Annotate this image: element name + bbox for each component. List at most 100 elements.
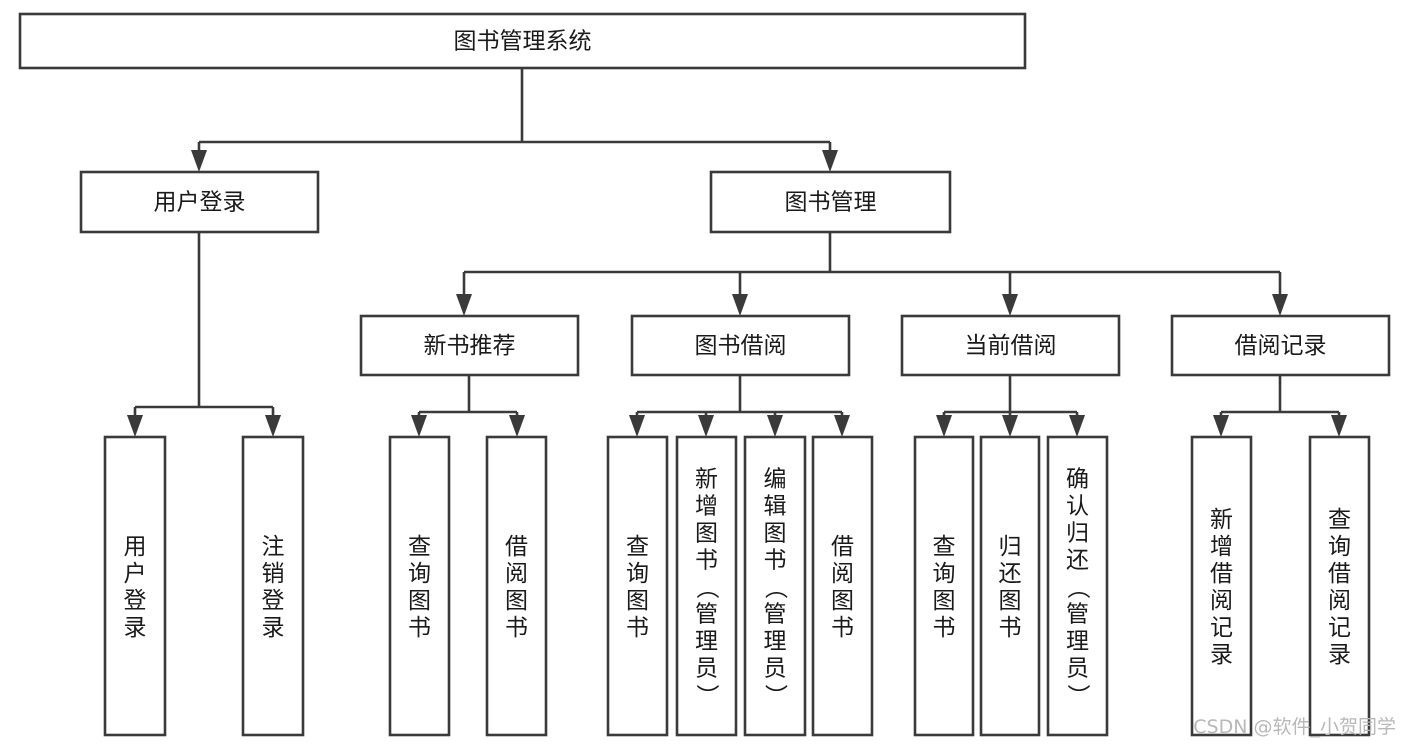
node-label-char: 书 <box>695 548 718 574</box>
node-label-char: 书 <box>505 615 528 641</box>
arrow-head-icon <box>732 294 748 316</box>
node-label-char: 查 <box>408 534 431 560</box>
node-box-leaf-confirm-return-admin[interactable] <box>1046 435 1109 737</box>
node-box-leaf-add-borrow-record[interactable] <box>1190 435 1253 737</box>
node-root[interactable]: 图书管理系统 <box>18 12 1027 70</box>
node-label-char: （ <box>1065 576 1091 599</box>
node-current-borrow[interactable]: 当前借阅 <box>900 314 1121 377</box>
arrow-head-icon <box>1213 415 1229 437</box>
node-label-book-management: 图书管理 <box>785 190 877 216</box>
node-label-char: 书 <box>408 615 431 641</box>
node-label-char: 询 <box>626 561 649 587</box>
node-label-char: 登 <box>124 588 147 614</box>
node-box-book-management[interactable] <box>709 170 952 234</box>
node-box-leaf-add-book-admin[interactable] <box>675 435 738 737</box>
node-box-leaf-logout[interactable] <box>241 435 305 737</box>
node-box-new-book-recommend[interactable] <box>359 314 580 377</box>
node-label-borrow-record: 借阅记录 <box>1235 333 1327 359</box>
node-label-char: （ <box>694 576 720 599</box>
node-label-char: 借 <box>1328 561 1351 587</box>
node-label-char: 阅 <box>1210 588 1233 614</box>
node-box-leaf-query-book-recommend[interactable] <box>388 435 451 737</box>
node-label-root: 图书管理系统 <box>454 29 592 55</box>
node-box-leaf-query-book-current[interactable] <box>913 435 975 737</box>
arrow-head-icon <box>822 150 838 172</box>
node-label-char: 管 <box>1066 602 1089 628</box>
node-label-char: 记 <box>1328 615 1351 641</box>
node-label-char: 录 <box>1210 642 1233 668</box>
node-leaf-user-login[interactable]: 用户登录 <box>103 435 167 737</box>
node-label-char: 员 <box>1066 656 1089 682</box>
node-label-char: 图 <box>695 521 718 547</box>
node-label-char: 借 <box>831 534 854 560</box>
node-label-new-book-recommend: 新书推荐 <box>424 333 516 359</box>
node-box-leaf-return-book[interactable] <box>979 435 1041 737</box>
node-label-char: 录 <box>1328 642 1351 668</box>
node-box-leaf-user-login[interactable] <box>103 435 167 737</box>
node-box-current-borrow[interactable] <box>900 314 1121 377</box>
node-label-char: 借 <box>1210 561 1233 587</box>
node-box-borrow-record[interactable] <box>1170 314 1391 377</box>
node-label-char: 录 <box>262 615 285 641</box>
node-label-char: 阅 <box>1328 588 1351 614</box>
node-label-char: 注 <box>262 534 285 560</box>
node-user-login[interactable]: 用户登录 <box>79 170 320 234</box>
connector-layer <box>127 68 1347 437</box>
node-new-book-recommend[interactable]: 新书推荐 <box>359 314 580 377</box>
node-box-root[interactable] <box>18 12 1027 70</box>
arrow-head-icon <box>629 415 645 437</box>
node-label-char: ） <box>1065 684 1091 707</box>
node-label-char: 查 <box>933 534 956 560</box>
node-book-management[interactable]: 图书管理 <box>709 170 952 234</box>
node-label-char: 登 <box>262 588 285 614</box>
node-label-char: 查 <box>626 534 649 560</box>
node-book-borrow[interactable]: 图书借阅 <box>630 314 851 377</box>
node-label-char: 编 <box>764 467 787 493</box>
node-label-char: 理 <box>695 629 718 655</box>
node-label-char: 查 <box>1328 507 1351 533</box>
node-box-leaf-borrow-book-recommend[interactable] <box>485 435 548 737</box>
arrow-head-icon <box>767 415 783 437</box>
node-label-char: 新 <box>1210 507 1233 533</box>
arrow-head-icon <box>834 415 850 437</box>
arrow-head-icon <box>1331 415 1347 437</box>
node-box-leaf-edit-book-admin[interactable] <box>743 435 807 737</box>
arrow-head-icon <box>265 415 281 437</box>
node-box-user-login[interactable] <box>79 170 320 234</box>
node-label-char: 书 <box>933 615 956 641</box>
arrow-head-icon <box>1002 294 1018 316</box>
node-label-char: 图 <box>408 588 431 614</box>
node-box-leaf-query-borrow-record[interactable] <box>1308 435 1371 737</box>
node-label-char: 图 <box>626 588 649 614</box>
node-label-char: 询 <box>408 561 431 587</box>
node-label-char: 销 <box>262 561 285 587</box>
arrow-head-icon <box>1069 415 1085 437</box>
node-label-char: 图 <box>999 588 1022 614</box>
node-box-leaf-borrow-book[interactable] <box>811 435 874 737</box>
node-box-book-borrow[interactable] <box>630 314 851 377</box>
node-label-char: 员 <box>764 656 787 682</box>
node-label-char: 员 <box>695 656 718 682</box>
node-label-char: 书 <box>831 615 854 641</box>
node-borrow-record[interactable]: 借阅记录 <box>1170 314 1391 377</box>
arrow-head-icon <box>411 415 427 437</box>
node-label-char: 书 <box>764 548 787 574</box>
node-label-char: 图 <box>933 588 956 614</box>
node-label-char: ） <box>694 684 720 707</box>
node-label-char: ） <box>762 684 788 707</box>
node-box-leaf-query-book-borrow[interactable] <box>606 435 669 737</box>
